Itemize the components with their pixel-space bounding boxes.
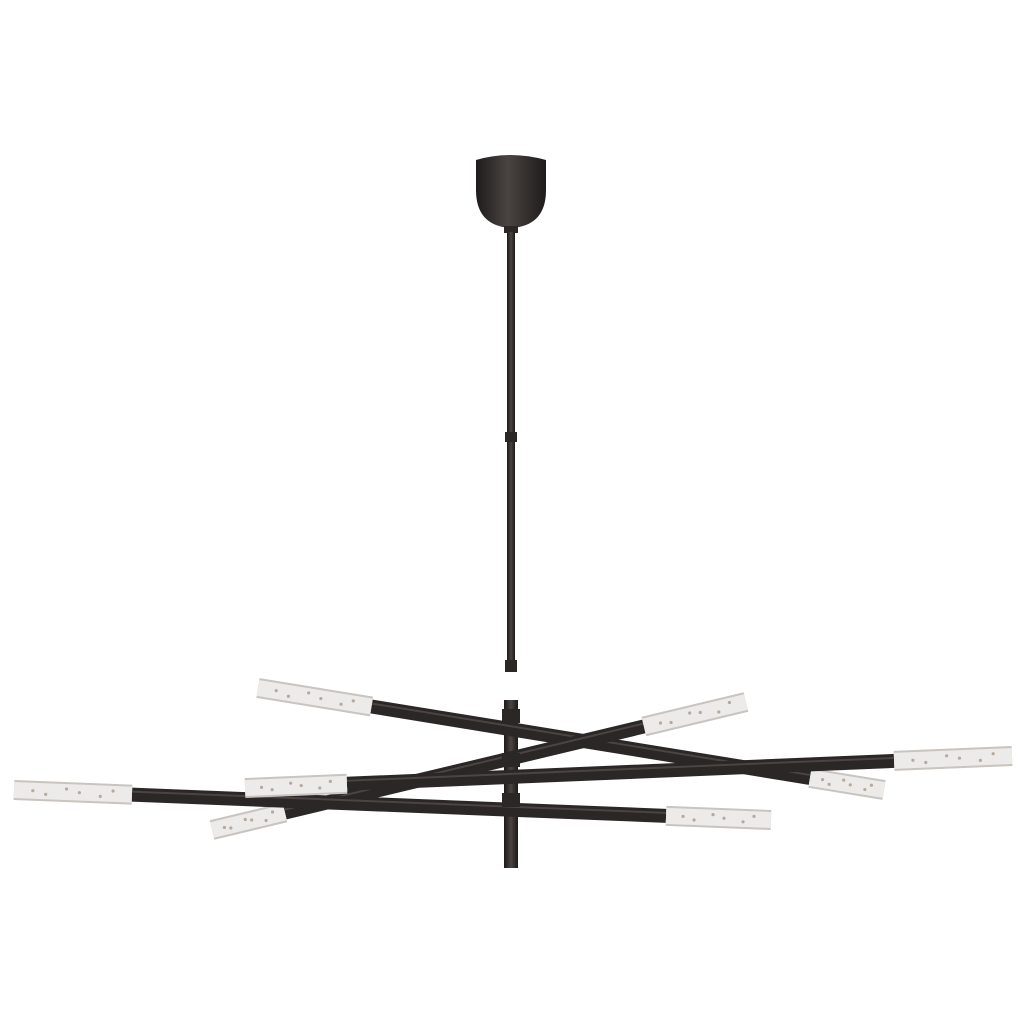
light-arm-4 xyxy=(346,753,895,791)
crystal-fleck xyxy=(863,787,867,792)
crystal-fleck xyxy=(848,783,852,787)
crystal-fleck xyxy=(717,710,721,714)
crystal-fleck xyxy=(351,699,355,703)
center-hub xyxy=(504,700,518,868)
crystal-fleck xyxy=(339,702,343,706)
crystal-fleck xyxy=(289,781,293,785)
crystal-fleck xyxy=(827,782,831,786)
crystal-fleck xyxy=(328,779,332,783)
canopy-collar xyxy=(504,226,518,233)
crystal-fleck xyxy=(820,778,825,782)
crystal-fleck xyxy=(669,720,673,725)
crystal-fleck xyxy=(681,814,685,819)
crystal-fleck xyxy=(924,760,928,765)
hub-cap xyxy=(502,709,520,723)
crystal-fleck xyxy=(243,817,247,822)
hub-cap xyxy=(502,793,520,807)
light-arm-highlight xyxy=(284,722,645,811)
light-arm-highlight xyxy=(131,790,667,814)
crystal-fleck xyxy=(698,710,702,715)
light-arm-3 xyxy=(131,787,667,823)
crystal-fleck xyxy=(77,791,81,795)
crystal-fleck xyxy=(286,694,291,698)
downrod xyxy=(504,232,518,868)
hub-cap xyxy=(502,753,520,767)
downrod-joint xyxy=(505,660,517,672)
crystal-fleck xyxy=(259,785,264,789)
crystal-fleck xyxy=(31,789,35,793)
crystal-fleck xyxy=(711,813,715,817)
crystal-fleck xyxy=(307,691,311,695)
ceiling-canopy xyxy=(476,155,546,233)
crystal-fleck xyxy=(945,754,949,758)
crystal-fleck xyxy=(688,711,692,715)
crystal-fleck xyxy=(658,721,663,725)
crystal-fleck xyxy=(44,792,48,796)
crystal-fleck xyxy=(752,814,756,819)
crystal-fleck xyxy=(299,783,303,788)
crystal-fleck xyxy=(842,778,846,782)
downrod-coupler xyxy=(505,432,517,442)
crystal-fleck xyxy=(692,818,696,822)
crystal-fleck xyxy=(318,786,322,790)
downrod-upper xyxy=(507,232,515,434)
crystal-fleck xyxy=(722,816,726,820)
crystal-fleck xyxy=(229,826,233,830)
crystal-fleck xyxy=(741,820,745,824)
crystal-fleck xyxy=(957,756,962,760)
ceiling-canopy-icon xyxy=(476,155,546,228)
crystal-fleck xyxy=(264,818,268,823)
crystal-fleck xyxy=(991,752,995,756)
crystal-fleck xyxy=(911,758,915,762)
downrod-lower xyxy=(507,442,515,662)
crystal-fleck xyxy=(222,825,227,830)
crystal-fleck xyxy=(98,794,102,798)
crystal-fleck xyxy=(270,788,274,792)
crystal-fleck xyxy=(727,700,732,705)
arm-group xyxy=(13,678,1013,840)
crystal-fleck xyxy=(869,783,874,787)
crystal-fleck xyxy=(64,787,69,791)
crystal-fleck xyxy=(250,818,254,822)
crystal-fleck xyxy=(274,689,278,693)
crystal-fleck xyxy=(111,789,115,793)
crystal-fleck xyxy=(978,758,982,763)
crystal-fleck xyxy=(270,810,275,814)
light-arm-highlight xyxy=(346,756,895,782)
crystal-fleck xyxy=(319,696,323,701)
